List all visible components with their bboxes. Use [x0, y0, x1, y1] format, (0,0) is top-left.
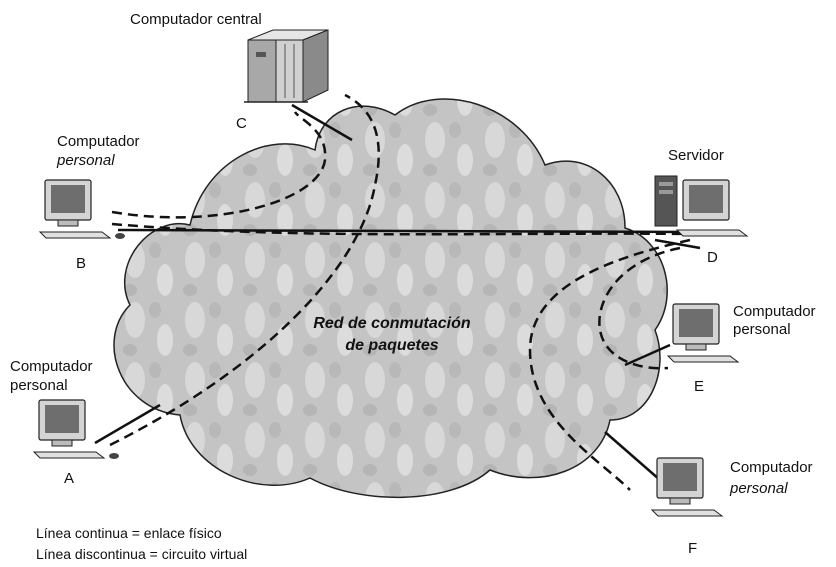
circuit-d-e: [598, 246, 681, 370]
circuit-b-c: [111, 111, 327, 219]
link-f: [604, 431, 661, 481]
node-f-letter: F: [688, 540, 697, 557]
mainframe-computer-icon: [244, 29, 329, 103]
cloud-label-line2: de paquetes: [345, 337, 438, 354]
node-d-letter: D: [707, 249, 718, 266]
virtual-circuits: [109, 93, 691, 491]
link-d: [654, 238, 701, 250]
node-b-line2: personal: [56, 152, 115, 169]
pc-f-icon: [650, 457, 724, 517]
node-a-line2: personal: [10, 377, 68, 394]
server-d-icon: [654, 175, 749, 237]
node-c-title: Computador central: [130, 11, 262, 28]
node-f-line2: personal: [729, 480, 788, 497]
pc-e-icon: [666, 303, 740, 363]
circuit-d-f: [528, 238, 691, 491]
node-e-letter: E: [694, 378, 704, 395]
node-e-line2: personal: [733, 321, 791, 338]
node-a-letter: A: [64, 470, 74, 487]
node-f-line1: Computador: [730, 459, 813, 476]
node-b-letter: B: [76, 255, 86, 272]
pc-b-icon: [38, 179, 125, 239]
network-cloud: [113, 98, 668, 499]
node-c-letter: C: [236, 115, 247, 132]
legend-solid: Línea continua = enlace físico: [36, 525, 222, 541]
link-e: [624, 343, 671, 367]
node-b-line1: Computador: [57, 133, 140, 150]
node-d-title: Servidor: [668, 147, 724, 164]
cloud-label-line1: Red de conmutación: [313, 315, 471, 332]
link-c: [291, 103, 353, 142]
node-a-line1: Computador: [10, 358, 93, 375]
pc-a-icon: [32, 399, 119, 459]
link-a: [94, 403, 161, 445]
node-e-line1: Computador: [733, 303, 816, 320]
circuit-b-d: [111, 222, 691, 236]
circuit-a-c: [109, 93, 380, 447]
legend-dashed: Línea discontinua = circuito virtual: [36, 546, 247, 562]
